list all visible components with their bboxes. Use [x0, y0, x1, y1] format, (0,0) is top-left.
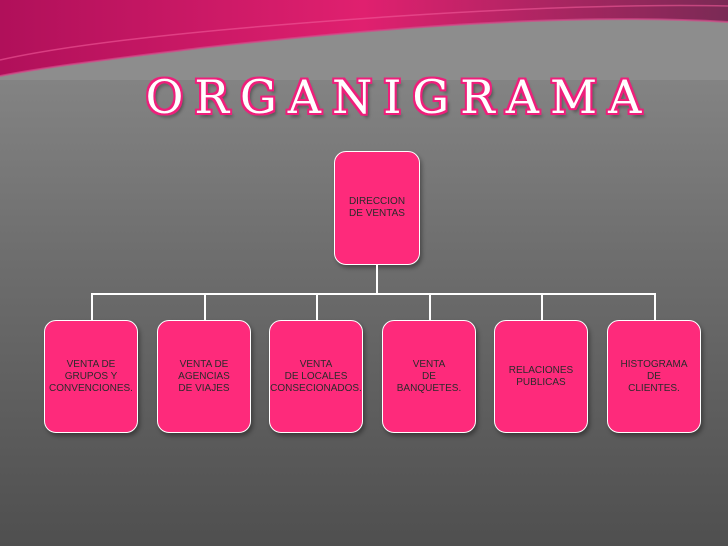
- org-box-relaciones-publicas: RELACIONES PUBLICAS: [494, 320, 588, 433]
- connector-vertical-child-3: [316, 293, 318, 320]
- connector-vertical-child-2: [204, 293, 206, 320]
- page-title: ORGANIGRAMA: [145, 70, 653, 124]
- org-box-banquetes: VENTA DE BANQUETES.: [382, 320, 476, 433]
- decorative-banner: [0, 0, 728, 80]
- org-box-label: RELACIONES PUBLICAS: [508, 364, 574, 388]
- connector-vertical-root: [376, 265, 378, 294]
- connector-vertical-child-1: [91, 293, 93, 320]
- org-box-label: VENTA DE AGENCIAS DE VIAJES: [178, 358, 230, 394]
- org-box-agencias-de-viajes: VENTA DE AGENCIAS DE VIAJES: [157, 320, 251, 433]
- org-box-label: VENTA DE LOCALES CONSECIONADOS.: [270, 358, 362, 394]
- connector-vertical-child-4: [429, 293, 431, 320]
- connector-vertical-child-6: [654, 293, 656, 320]
- org-box-label: HISTOGRAMA DE CLIENTES.: [620, 358, 688, 394]
- org-box-label: VENTA DE GRUPOS Y CONVENCIONES.: [49, 358, 133, 394]
- org-box-label: VENTA DE BANQUETES.: [396, 358, 462, 394]
- org-box-grupos-convenciones: VENTA DE GRUPOS Y CONVENCIONES.: [44, 320, 138, 433]
- org-box-label: DIRECCION DE VENTAS: [348, 196, 406, 219]
- org-box-locales-consecionados: VENTA DE LOCALES CONSECIONADOS.: [269, 320, 363, 433]
- connector-horizontal: [91, 293, 656, 295]
- connector-vertical-child-5: [541, 293, 543, 320]
- org-box-direccion-de-ventas: DIRECCION DE VENTAS: [334, 151, 420, 265]
- org-box-histograma-clientes: HISTOGRAMA DE CLIENTES.: [607, 320, 701, 433]
